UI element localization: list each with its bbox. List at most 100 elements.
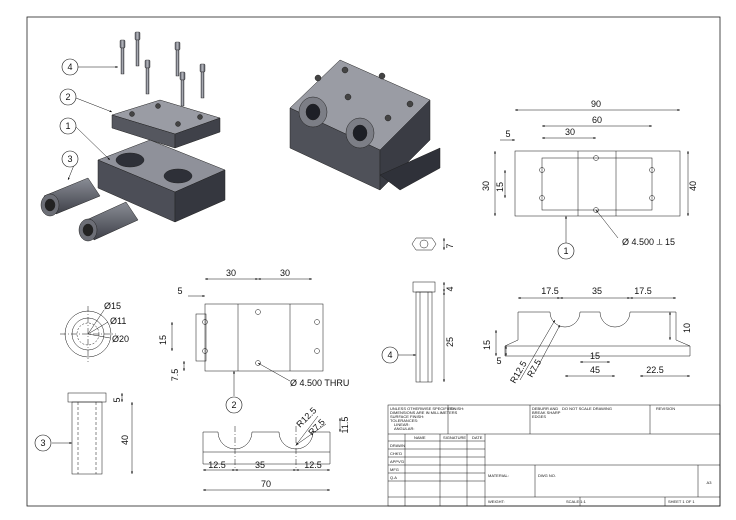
svg-text:MFG: MFG (390, 467, 399, 472)
svg-text:R7.5: R7.5 (525, 358, 543, 379)
svg-text:17.5: 17.5 (634, 286, 652, 296)
svg-text:40: 40 (120, 435, 130, 445)
bushing-end-dims: Ø15 Ø11 Ø20 (104, 301, 129, 344)
svg-text:REVISION: REVISION (656, 406, 675, 411)
svg-text:DEBURR AND: DEBURR AND (532, 406, 558, 411)
assembled-isometric-view (289, 59, 441, 191)
drawing-border (26, 16, 721, 507)
svg-text:25: 25 (445, 337, 455, 347)
svg-text:2: 2 (231, 400, 236, 410)
svg-text:30: 30 (280, 268, 290, 278)
svg-text:12.5: 12.5 (304, 460, 322, 470)
bolt-dims: 7 4 25 (445, 243, 455, 347)
cap-top-view (171, 278, 324, 396)
svg-text:Ø 4.500 ⟂ 15: Ø 4.500 ⟂ 15 (622, 237, 675, 247)
balloon-3-bushing: 3 (34, 434, 52, 452)
svg-text:DRAWN: DRAWN (390, 443, 405, 448)
bolt-group (119, 31, 206, 107)
exploded-isometric-view: 4 2 1 3 (40, 31, 226, 242)
base-top-dims: 90 60 30 5 30 15 40 Ø 4.500 ⟂ 15 (481, 99, 698, 247)
svg-text:FINISH:: FINISH: (450, 406, 464, 411)
base-front-dims: R12.5 R7.5 11.5 12.5 35 12.5 70 (208, 405, 350, 489)
svg-text:7.5: 7.5 (170, 369, 180, 382)
balloon-4-bolt: 4 (381, 346, 399, 364)
svg-text:35: 35 (592, 286, 602, 296)
svg-text:45: 45 (590, 365, 600, 375)
svg-text:DWG NO.: DWG NO. (538, 473, 556, 478)
svg-text:30: 30 (226, 268, 236, 278)
base-front-view (202, 415, 341, 491)
svg-text:SURFACE FINISH:: SURFACE FINISH: (390, 414, 424, 419)
balloon-1-iso: 1 (59, 117, 77, 135)
title-block-text: UNLESS OTHERWISE SPECIFIED: DIMENSIONS A… (390, 406, 712, 504)
svg-text:4: 4 (445, 286, 455, 291)
svg-text:DATE: DATE (472, 435, 483, 440)
svg-text:BREAK SHARP: BREAK SHARP (532, 410, 561, 415)
bushing-side-view (52, 392, 133, 475)
svg-text:22.5: 22.5 (646, 365, 664, 375)
svg-text:SIGNATURE: SIGNATURE (443, 435, 466, 440)
svg-text:SCALE:1:1: SCALE:1:1 (566, 499, 587, 504)
svg-text:Ø 4.500 THRU: Ø 4.500 THRU (290, 378, 349, 388)
svg-text:7: 7 (445, 243, 455, 248)
svg-text:EDGES: EDGES (532, 414, 546, 419)
svg-text:DIMENSIONS ARE IN MILLIMETERS: DIMENSIONS ARE IN MILLIMETERS (390, 410, 458, 415)
svg-text:40: 40 (688, 181, 698, 191)
svg-text:DO NOT SCALE DRAWING: DO NOT SCALE DRAWING (562, 406, 612, 411)
svg-text:APPV'D: APPV'D (390, 459, 404, 464)
svg-text:70: 70 (261, 479, 271, 489)
svg-text:60: 60 (592, 115, 602, 125)
svg-text:3: 3 (40, 438, 45, 448)
svg-text:1: 1 (65, 121, 70, 131)
svg-text:3: 3 (67, 154, 72, 164)
svg-text:5: 5 (496, 356, 501, 366)
svg-text:ANGULAR:: ANGULAR: (394, 426, 414, 431)
svg-text:A3: A3 (707, 480, 713, 485)
svg-text:35: 35 (255, 460, 265, 470)
base-side-view (495, 297, 691, 381)
svg-text:15: 15 (482, 340, 492, 350)
svg-text:LINEAR:: LINEAR: (394, 422, 410, 427)
svg-text:11.5: 11.5 (340, 417, 350, 434)
svg-text:5: 5 (112, 397, 122, 402)
svg-text:4: 4 (67, 62, 72, 72)
svg-text:12.5: 12.5 (208, 460, 226, 470)
svg-text:30: 30 (565, 127, 575, 137)
svg-text:Ø15: Ø15 (104, 301, 121, 311)
svg-text:TOLERANCES:: TOLERANCES: (390, 418, 418, 423)
svg-text:1: 1 (563, 246, 568, 256)
svg-text:15: 15 (495, 182, 505, 192)
balloon-2-cap: 2 (225, 396, 243, 414)
svg-text:WEIGHT:: WEIGHT: (488, 499, 505, 504)
svg-text:NAME: NAME (414, 435, 426, 440)
svg-text:15: 15 (590, 351, 600, 361)
base-top-view (494, 109, 689, 243)
svg-text:30: 30 (481, 181, 491, 191)
bushing-end-view (60, 306, 116, 362)
svg-text:5: 5 (177, 286, 182, 296)
balloon-3-iso: 3 (61, 150, 79, 168)
svg-text:MATERIAL:: MATERIAL: (488, 473, 509, 478)
svg-text:Ø20: Ø20 (112, 334, 129, 344)
svg-text:Ø11: Ø11 (110, 316, 126, 326)
bushing-parts-iso (40, 177, 139, 242)
svg-text:SHEET 1 OF 1: SHEET 1 OF 1 (668, 499, 695, 504)
cap-dims: 30 30 5 15 7.5 Ø 4.500 THRU (158, 268, 349, 388)
bolt-view (398, 237, 445, 383)
svg-text:10: 10 (682, 323, 692, 333)
balloon-2-iso: 2 (59, 88, 77, 106)
base-part-iso (97, 139, 226, 223)
svg-text:2: 2 (65, 92, 70, 102)
svg-text:15: 15 (158, 335, 168, 345)
base-side-dims: 17.5 35 17.5 10 15 5 15 45 22.5 R12.5 R7… (482, 286, 692, 385)
svg-text:CHK'D: CHK'D (390, 451, 402, 456)
svg-text:4: 4 (387, 350, 392, 360)
cap-part-iso (111, 99, 221, 149)
svg-text:17.5: 17.5 (541, 286, 559, 296)
svg-text:Q.A: Q.A (390, 475, 397, 480)
balloon-1-top: 1 (557, 242, 575, 260)
svg-text:UNLESS OTHERWISE SPECIFIED:: UNLESS OTHERWISE SPECIFIED: (390, 406, 455, 411)
svg-text:5: 5 (505, 129, 510, 139)
svg-text:90: 90 (591, 99, 601, 109)
